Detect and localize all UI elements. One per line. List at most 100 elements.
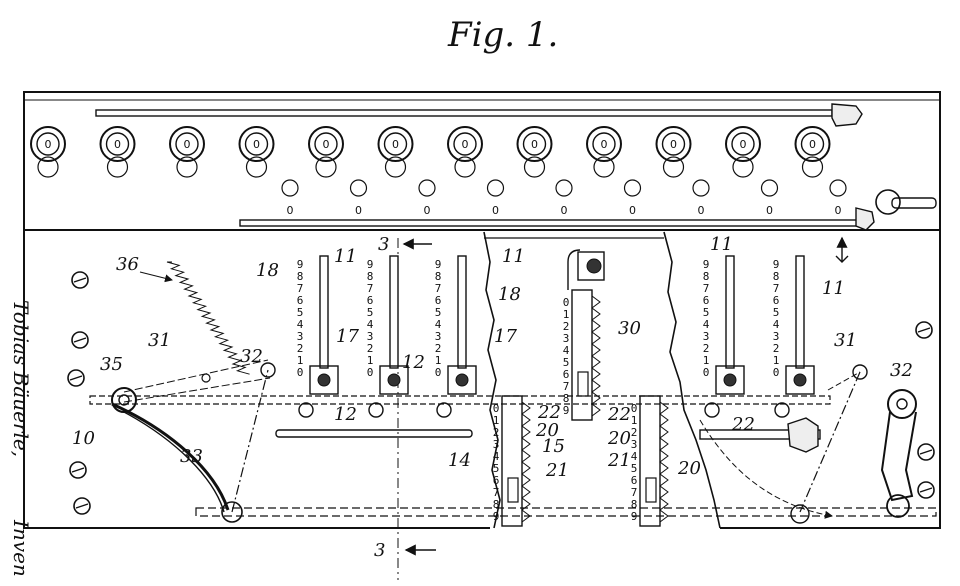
scale-digit: 3 <box>297 330 304 343</box>
scale-digit: 9 <box>563 404 570 417</box>
ref-20-a: 20 <box>535 420 559 441</box>
ref-18-b: 18 <box>498 284 521 305</box>
scale-digit: 0 <box>631 402 638 415</box>
scale-digit: 2 <box>703 342 710 355</box>
scale-digit: 0 <box>435 366 442 379</box>
ref-22-c: 22 <box>731 414 755 435</box>
scale-digit: 4 <box>367 318 374 331</box>
cutaway-edge-left <box>483 231 501 529</box>
ref-31-b: 31 <box>834 330 857 351</box>
ref-30: 30 <box>618 318 641 339</box>
scale-digit: 7 <box>703 282 710 295</box>
small-key: 0 <box>555 179 573 217</box>
large-key: 0 <box>725 126 761 178</box>
ref-11-d: 11 <box>822 278 845 299</box>
small-key-label: 0 <box>355 204 362 217</box>
small-key: 0 <box>692 179 710 217</box>
right-knob <box>787 417 819 453</box>
ref-21-a: 21 <box>545 460 569 481</box>
large-key-label: 0 <box>462 138 469 151</box>
ref-32-b: 32 <box>890 360 913 381</box>
scale-digit: 7 <box>631 486 638 499</box>
figure-title: Fig. 1. <box>447 15 558 55</box>
section-marker-bottom: 3 <box>374 540 436 561</box>
scale-digit: 8 <box>297 270 304 283</box>
ref-3-bottom: 3 <box>374 540 385 561</box>
scale-digit: 3 <box>435 330 442 343</box>
scale-digit: 4 <box>435 318 442 331</box>
large-key-label: 0 <box>323 138 330 151</box>
scale-digit: 1 <box>435 354 442 367</box>
scale-digit: 3 <box>703 330 710 343</box>
scale-digit: 6 <box>367 294 374 307</box>
ref-11-a: 11 <box>334 246 357 267</box>
small-key-label: 0 <box>835 204 842 217</box>
inventor-name: Tobias Bäuerle, <box>9 300 33 457</box>
large-key-label: 0 <box>392 138 399 151</box>
scale-digit: 4 <box>297 318 304 331</box>
scale-digit: 9 <box>773 258 780 271</box>
scale-digit: 6 <box>703 294 710 307</box>
large-key-label: 0 <box>670 138 677 151</box>
slide-tracks: 9876543210987654321098765432109876543210… <box>297 255 815 418</box>
small-key: 0 <box>418 179 436 217</box>
scale-digit: 3 <box>563 332 570 345</box>
ref-31-a: 31 <box>148 330 171 351</box>
scale-digit: 5 <box>493 462 500 475</box>
large-key-label: 0 <box>809 138 816 151</box>
large-key: 0 <box>169 126 205 178</box>
small-key-label: 0 <box>698 204 705 217</box>
scale-digit: 2 <box>493 426 500 439</box>
scale-digit: 5 <box>367 306 374 319</box>
ref-33: 33 <box>180 446 203 467</box>
ref-3-top: 3 <box>378 234 389 255</box>
scale-digit: 8 <box>563 392 570 405</box>
scale-digit: 3 <box>493 438 500 451</box>
scale-digit: 9 <box>493 510 500 523</box>
scale-digit: 3 <box>773 330 780 343</box>
rack-head <box>567 249 605 290</box>
scale-digit: 4 <box>773 318 780 331</box>
section-marker-top: 3 <box>378 234 432 255</box>
scale-digit: 0 <box>297 366 304 379</box>
small-key-label: 0 <box>629 204 636 217</box>
screw-icon <box>917 481 935 499</box>
mounting-screws <box>67 271 935 515</box>
small-key: 0 <box>829 179 847 217</box>
ref-17-a: 17 <box>336 326 359 347</box>
scale-digit: 8 <box>631 498 638 511</box>
scale-digit: 6 <box>773 294 780 307</box>
small-key: 0 <box>486 179 505 217</box>
small-key-label: 0 <box>492 204 499 217</box>
small-key-label: 0 <box>766 204 773 217</box>
scale-digit: 7 <box>297 282 304 295</box>
screw-icon <box>67 369 85 387</box>
scale-digit: 0 <box>773 366 780 379</box>
large-key: 0 <box>308 126 344 178</box>
large-key: 0 <box>586 126 622 178</box>
ref-22-b: 22 <box>607 404 631 425</box>
large-key: 0 <box>516 126 553 178</box>
scale-digit: 5 <box>631 462 638 475</box>
scale-digit: 2 <box>435 342 442 355</box>
ref-18-a: 18 <box>256 260 279 281</box>
lower-plate <box>23 230 941 580</box>
scale-digit: 1 <box>367 354 374 367</box>
scale-digit: 1 <box>773 354 780 367</box>
scale-digit: 2 <box>631 426 638 439</box>
scale-digit: 9 <box>631 510 638 523</box>
scale-digit: 0 <box>563 296 570 309</box>
right-linkage <box>699 236 917 524</box>
screw-icon <box>917 443 935 461</box>
large-key: 0 <box>30 126 66 178</box>
large-key: 0 <box>99 126 136 178</box>
scale-digit: 6 <box>631 474 638 487</box>
scale-digit: 1 <box>703 354 710 367</box>
small-key: 0 <box>623 179 642 217</box>
scale-digit: 5 <box>435 306 442 319</box>
